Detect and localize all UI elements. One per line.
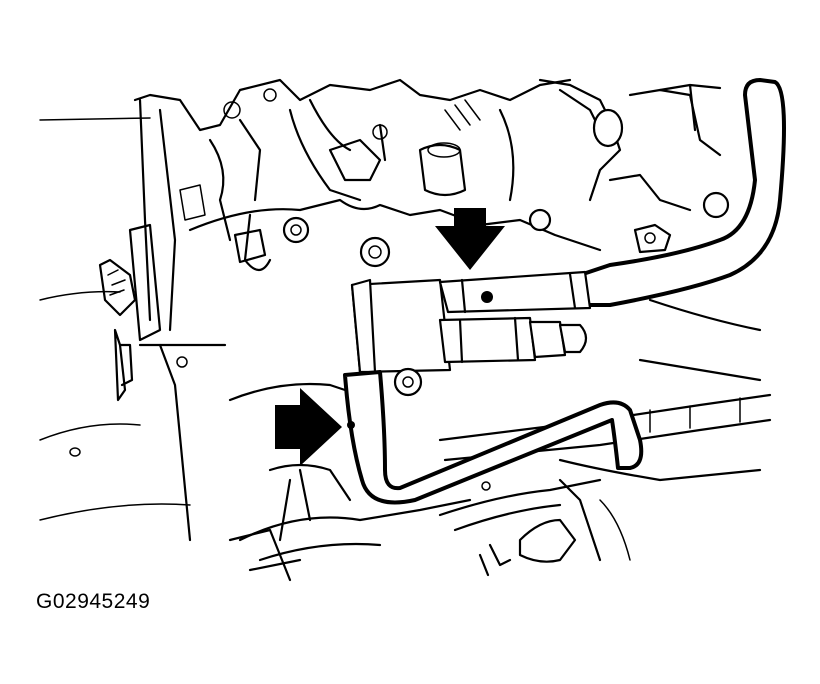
callout-arrows bbox=[275, 208, 505, 466]
upper-arrow bbox=[435, 208, 505, 270]
engine-background bbox=[39, 78, 772, 582]
lower-arrow bbox=[275, 388, 342, 466]
hose-assembly bbox=[343, 78, 786, 505]
figure-code: G02945249 bbox=[36, 590, 151, 613]
